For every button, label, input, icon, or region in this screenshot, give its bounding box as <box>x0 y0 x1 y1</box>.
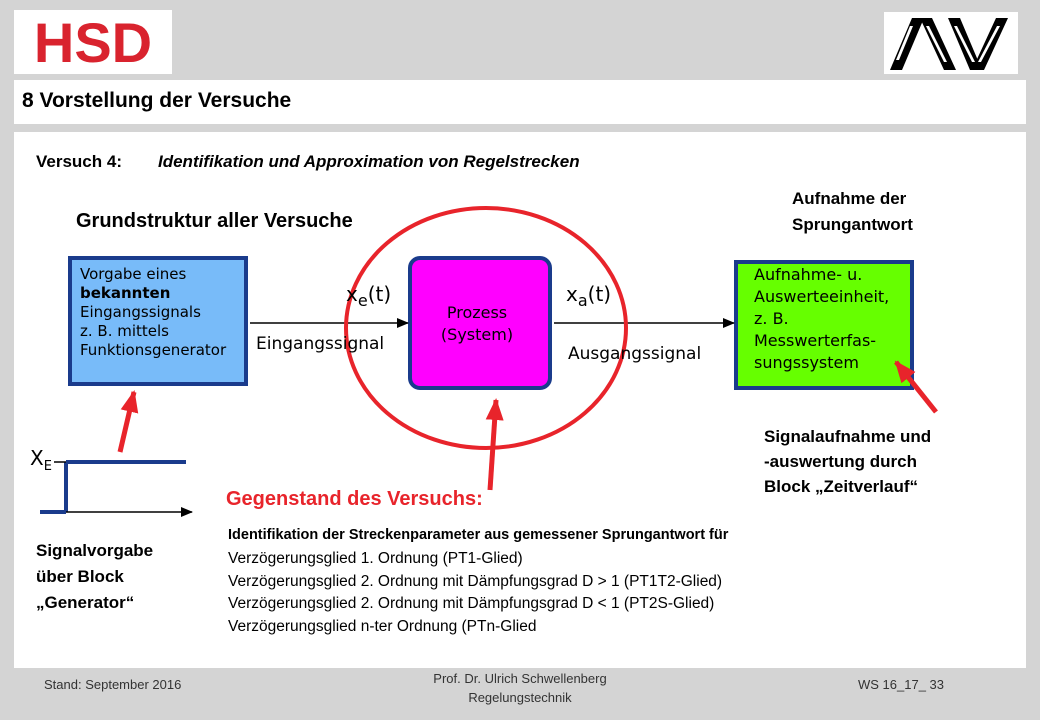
signalvorgabe-line-1: Signalvorgabe <box>36 541 154 560</box>
versuch-label: Versuch 4: <box>36 152 122 171</box>
title-bar: 8 Vorstellung der Versuche <box>14 80 1026 124</box>
highlight-ellipse <box>344 206 628 450</box>
output-line-4: Messwerterfas- <box>754 331 877 350</box>
xa-signal-label: xa(t) <box>566 282 611 310</box>
footer-page: WS 16_17_ 33 <box>858 677 945 692</box>
xe-symbol: x <box>346 282 358 306</box>
xa-argument: (t) <box>587 282 612 306</box>
step-subscript: E <box>43 459 52 474</box>
signalaufnahme-line-2: -auswertung durch <box>764 452 918 471</box>
aufnahme-line2: Sprungantwort <box>792 215 913 234</box>
signalaufnahme-line-3: Block „Zeitverlauf“ <box>764 477 918 496</box>
eingangssignal-label: Eingangssignal <box>256 334 385 354</box>
step-symbol: X <box>30 446 44 470</box>
input-line-2: bekannten <box>80 284 171 302</box>
signalaufnahme-text: Signalaufnahme und -auswertung durch Blo… <box>764 424 931 499</box>
page-title: 8 Vorstellung der Versuche <box>22 89 292 112</box>
aufnahme-line1: Aufnahme der <box>792 189 907 208</box>
gegenstand-item-2: Verzögerungsglied 2. Ordnung mit Dämpfun… <box>228 572 723 590</box>
input-block-text: Vorgabe eines bekannten Eingangssignals … <box>80 265 226 360</box>
gegenstand-intro: Identifikation der Streckenparameter aus… <box>228 527 729 543</box>
output-line-2: Auswerteeinheit, <box>754 287 890 306</box>
aufnahme-label: Aufnahme der Sprungantwort <box>792 186 913 238</box>
output-line-5: sungssystem <box>754 353 859 372</box>
process-line-2: (System) <box>440 325 514 344</box>
xe-argument: (t) <box>367 282 392 306</box>
versuch-title: Identifikation und Approximation von Reg… <box>158 152 580 171</box>
gegenstand-list: Verzögerungsglied 1. Ordnung (PT1-Glied)… <box>228 548 722 638</box>
output-line-3: z. B. <box>754 309 789 328</box>
hsd-logo-text: HSD <box>34 11 152 74</box>
input-line-3: Eingangssignals <box>80 303 201 321</box>
footer-author-block: Prof. Dr. Ulrich Schwellenberg Regelungs… <box>400 669 640 707</box>
gegenstand-item-4: Verzögerungsglied n-ter Ordnung (PTn-Gli… <box>228 617 537 635</box>
av-logo-panel <box>884 12 1018 74</box>
av-logo <box>890 18 1008 70</box>
output-line-1: Aufnahme- u. <box>754 265 863 284</box>
xa-subscript: a <box>577 291 588 310</box>
input-line-5: Funktionsgenerator <box>80 341 227 359</box>
footer-course: Regelungstechnik <box>468 690 572 705</box>
gegenstand-item-3: Verzögerungsglied 2. Ordnung mit Dämpfun… <box>228 595 715 612</box>
output-block-text: Aufnahme- u. Auswerteeinheit, z. B. Mess… <box>754 264 889 374</box>
xe-subscript: e <box>357 291 368 310</box>
content-panel <box>14 132 1026 668</box>
xa-symbol: x <box>566 282 578 306</box>
input-line-4: z. B. mittels <box>80 322 169 340</box>
process-line-1: Prozess <box>446 303 508 322</box>
ausgangssignal-label: Ausgangssignal <box>568 344 702 364</box>
signalaufnahme-line-1: Signalaufnahme und <box>764 427 932 446</box>
output-block <box>734 260 914 390</box>
footer-author: Prof. Dr. Ulrich Schwellenberg <box>433 671 607 686</box>
hsd-logo: HSD <box>34 11 152 74</box>
input-line-1: Vorgabe eines <box>80 265 187 283</box>
input-block <box>68 256 248 386</box>
process-block-text: Prozess (System) <box>432 302 522 346</box>
red-arrow-process <box>485 398 504 491</box>
signalvorgabe-line-2: über Block <box>36 567 124 586</box>
grundstruktur-heading: Grundstruktur aller Versuche <box>76 210 353 232</box>
process-block <box>408 256 552 390</box>
signalvorgabe-text: Signalvorgabe über Block „Generator“ <box>36 538 153 616</box>
footer-stand: Stand: September 2016 <box>44 677 182 692</box>
red-arrow-recorder <box>894 360 938 414</box>
gegenstand-title: Gegenstand des Versuchs: <box>226 488 483 510</box>
hsd-logo-panel: HSD <box>14 10 172 74</box>
gegenstand-item-1: Verzögerungsglied 1. Ordnung (PT1-Glied) <box>228 550 523 567</box>
signalvorgabe-line-3: „Generator“ <box>36 593 135 612</box>
step-signal-label: XE <box>30 446 52 474</box>
xe-signal-label: xe(t) <box>346 282 391 310</box>
red-arrow-generator <box>117 390 139 453</box>
